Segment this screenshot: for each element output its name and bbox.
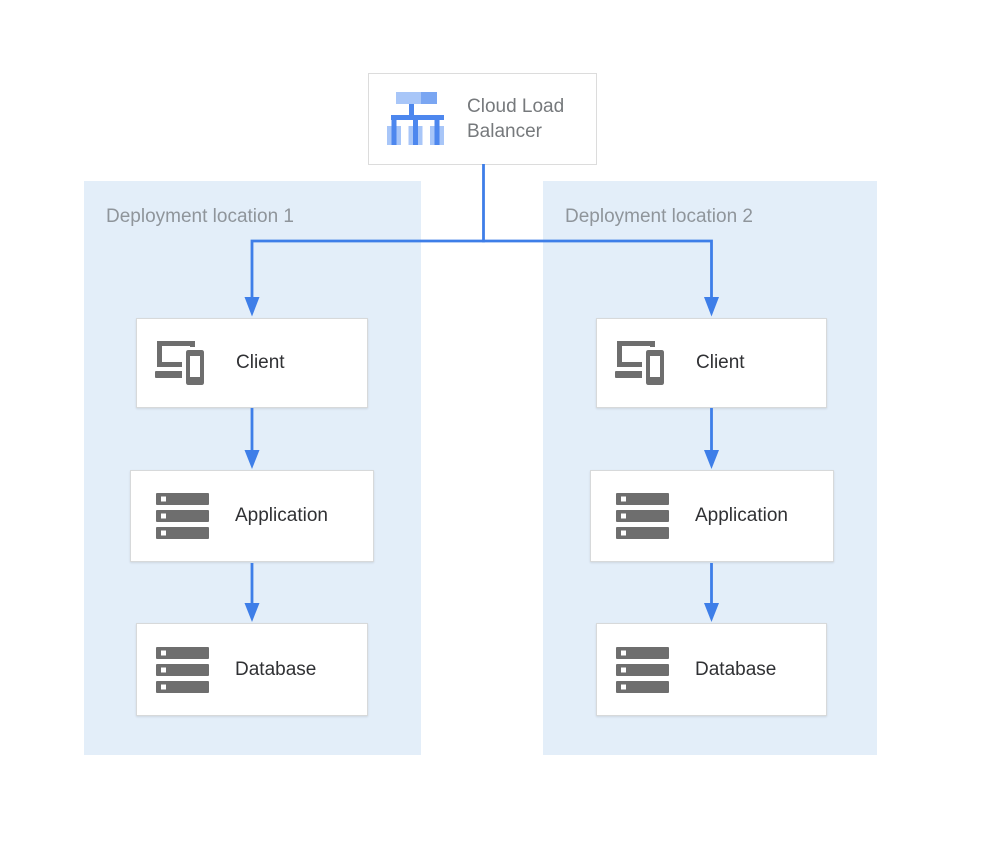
server-stack-icon bbox=[616, 493, 669, 539]
node-application-2: Application bbox=[590, 470, 834, 562]
deployment-location-2-label: Deployment location 2 bbox=[565, 206, 753, 227]
node-label: Database bbox=[235, 658, 317, 680]
node-client-2: Client bbox=[596, 318, 827, 408]
deployment-location-1-panel: Deployment location 1 Client Application bbox=[84, 181, 421, 755]
node-client-1: Client bbox=[136, 318, 368, 408]
node-label: Client bbox=[696, 352, 745, 373]
node-label: Application bbox=[695, 505, 788, 526]
cloud-load-balancer-node: Cloud Load Balancer bbox=[368, 73, 597, 165]
node-label: Database bbox=[695, 658, 777, 680]
deployment-location-1-label: Deployment location 1 bbox=[106, 206, 294, 227]
server-stack-icon bbox=[156, 646, 209, 693]
server-stack-icon bbox=[616, 646, 669, 693]
cloud-load-balancer-icon bbox=[387, 92, 444, 145]
node-application-1: Application bbox=[130, 470, 374, 562]
cloud-load-balancer-label: Cloud Load Balancer bbox=[467, 96, 565, 142]
client-devices-icon bbox=[615, 341, 665, 385]
deployment-location-2-panel: Deployment location 2 Client Application bbox=[543, 181, 877, 755]
server-stack-icon bbox=[156, 493, 209, 539]
node-database-2: Database bbox=[596, 623, 827, 716]
node-database-1: Database bbox=[136, 623, 368, 716]
node-label: Application bbox=[235, 505, 328, 526]
node-label: Client bbox=[236, 352, 285, 373]
client-devices-icon bbox=[155, 341, 205, 385]
